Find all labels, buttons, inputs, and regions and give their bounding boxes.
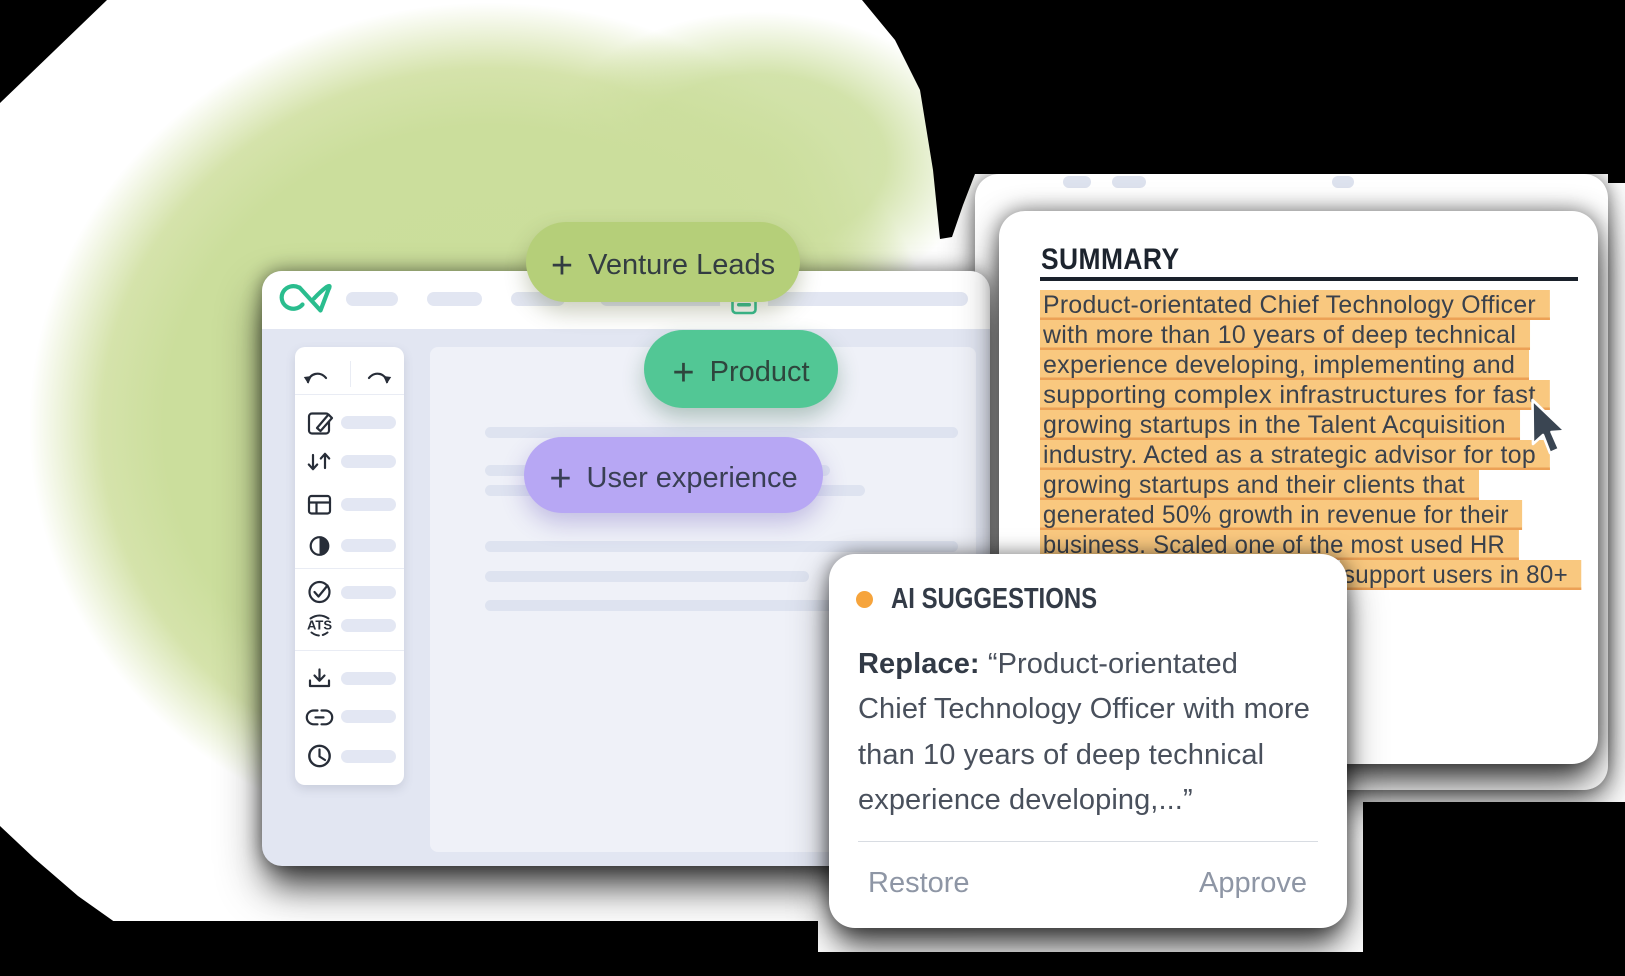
svg-text:ATS: ATS	[307, 618, 332, 633]
